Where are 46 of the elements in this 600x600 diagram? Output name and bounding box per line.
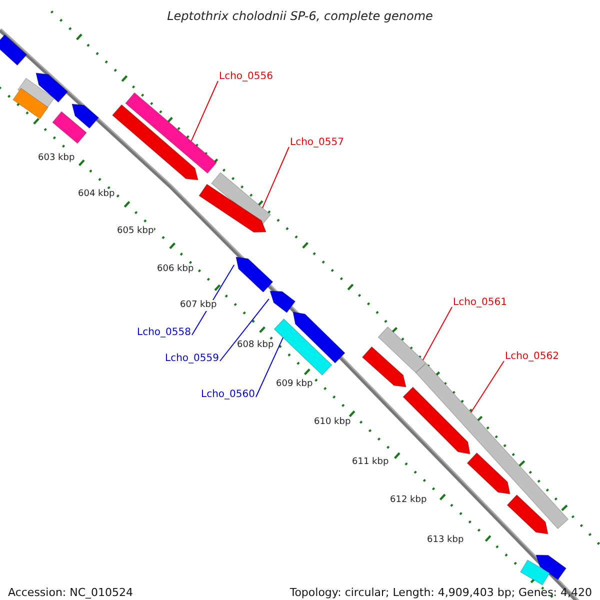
- leader-line: [262, 146, 290, 208]
- scale-label: 607 kbp: [180, 300, 217, 311]
- gene-feature: [536, 554, 567, 580]
- gene-feature: [72, 104, 100, 129]
- gene-feature: [236, 256, 274, 293]
- gene-feature: [506, 494, 548, 534]
- scale-label: 603 kbp: [38, 153, 75, 164]
- gene-label: Lcho_0557: [290, 137, 344, 149]
- title: Leptothrix cholodnii SP-6, complete genome: [166, 9, 434, 24]
- scale-label: 613 kbp: [427, 535, 464, 546]
- gene-feature: [362, 346, 406, 388]
- scale-label: 605 kbp: [117, 226, 154, 237]
- gene-feature: [112, 104, 198, 180]
- scale-label: 612 kbp: [390, 495, 427, 506]
- gene-label: Lcho_0556: [219, 71, 273, 83]
- gene-feature: [292, 312, 346, 364]
- gene-bar: [274, 318, 332, 376]
- gene-feature: [198, 184, 266, 233]
- scale-label: 610 kbp: [314, 417, 351, 428]
- leader-line: [470, 360, 504, 414]
- scale-label: 606 kbp: [157, 264, 194, 275]
- gene-feature: [270, 290, 296, 314]
- gene-label: Lcho_0561: [453, 297, 507, 309]
- leader-line: [255, 337, 284, 398]
- gene-feature: [36, 72, 68, 103]
- gene-bar: [0, 34, 28, 66]
- scale-label: 609 kbp: [276, 379, 313, 390]
- gene-bar: [211, 172, 271, 226]
- gene-feature: [402, 386, 470, 454]
- scale-label: 604 kbp: [78, 189, 115, 200]
- gene-bar: [125, 92, 217, 174]
- gene-bar: [520, 560, 550, 586]
- gene-label: Lcho_0560: [201, 389, 255, 401]
- gene-bar: [12, 88, 48, 120]
- leader-line: [190, 80, 218, 142]
- gene-bar: [52, 111, 87, 144]
- gene-feature: [466, 452, 510, 494]
- accession-label: Accession: NC_010524: [8, 586, 134, 600]
- leader-line: [422, 306, 452, 361]
- leader-line: [219, 298, 270, 362]
- scale-label: 611 kbp: [352, 457, 389, 468]
- gene-bar: [378, 326, 426, 374]
- gene-label: Lcho_0562: [505, 351, 559, 363]
- scale-label: 608 kbp: [237, 340, 274, 351]
- gene-label: Lcho_0558: [137, 327, 191, 339]
- gene-label: Lcho_0559: [165, 353, 219, 365]
